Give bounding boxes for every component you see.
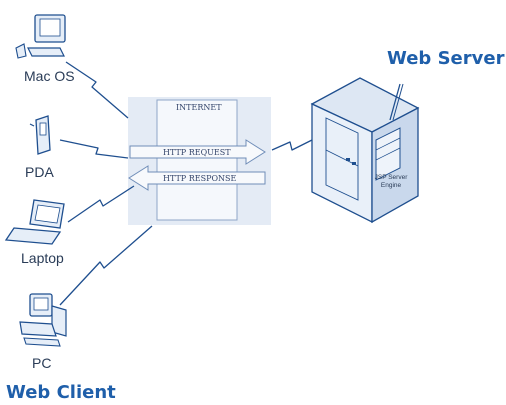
http-response-arrow <box>128 165 266 191</box>
http-request-arrow <box>129 139 266 165</box>
laptop-icon <box>4 199 65 245</box>
link-mac <box>65 61 129 119</box>
jsp-engine-line2: Engine <box>380 182 402 189</box>
jsp-engine-label: JSP Server Engine <box>366 174 416 190</box>
link-laptop <box>67 185 135 223</box>
link-server <box>271 139 313 151</box>
link-pda <box>59 139 129 159</box>
mac-computer-icon <box>15 14 66 59</box>
internet-cloud-box <box>156 99 238 221</box>
internet-label: INTERNET <box>176 103 222 112</box>
web-server-title: Web Server <box>387 48 505 69</box>
http-request-label: HTTP REQUEST <box>163 148 231 157</box>
jsp-engine-line1: JSP Server <box>374 174 408 181</box>
pc-icon <box>19 293 67 347</box>
server-icon <box>310 77 420 224</box>
link-pc <box>59 225 153 306</box>
pda-icon <box>29 115 51 155</box>
pda-label: PDA <box>25 164 54 180</box>
laptop-label: Laptop <box>21 250 64 266</box>
pc-label: PC <box>32 355 52 371</box>
mac-label: Mac OS <box>24 68 75 84</box>
web-client-title: Web Client <box>6 382 116 403</box>
http-response-label: HTTP RESPONSE <box>163 174 237 183</box>
